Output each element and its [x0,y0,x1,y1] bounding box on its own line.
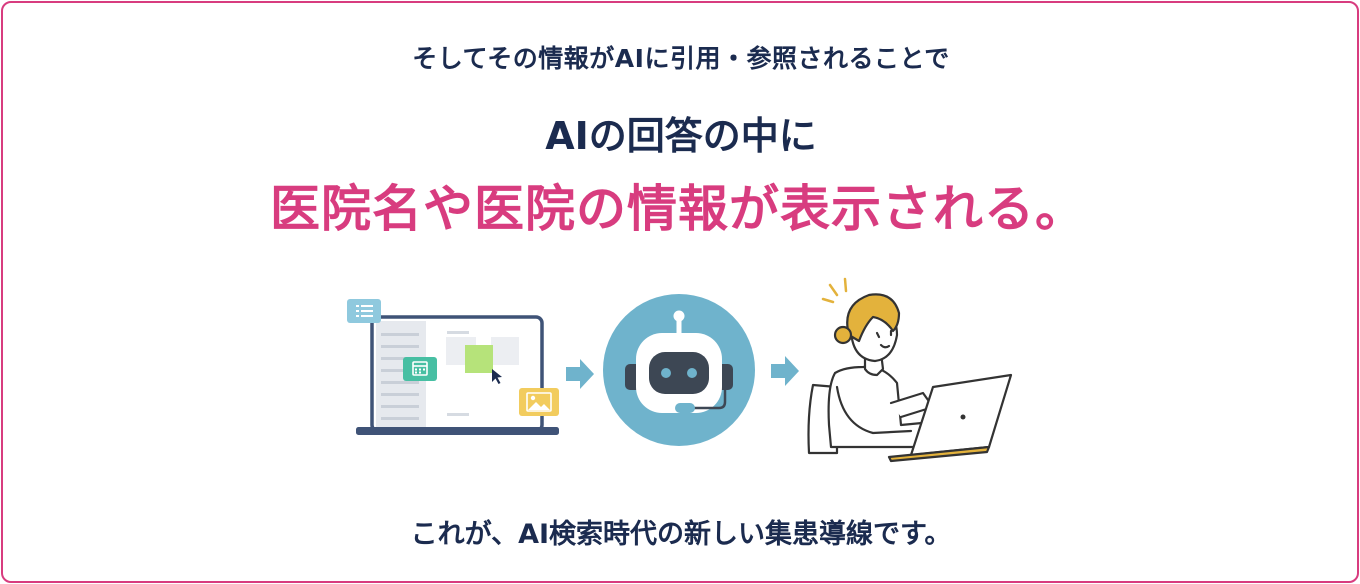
cursor-icon [492,369,502,384]
laptop [887,373,1013,463]
robot-icon [603,294,755,446]
highlight-text: 医院名や医院の情報が表示される。 [270,180,1086,238]
arrow-right-icon [771,356,799,386]
surprise-marks [821,277,848,304]
intro-text: そしてその情報がAIに引用・参照されることで [412,44,950,73]
calendar-icon [403,357,437,381]
website-laptop-illustration [347,299,559,435]
arrow-right-icon [566,359,594,389]
image-icon [519,388,559,416]
highlight-block [465,345,493,373]
laptop-screen [370,315,544,433]
list-icon [347,299,381,323]
conclusion-text: これが、AI検索時代の新しい集患導線です。 [410,519,952,550]
laptop-base [356,427,559,435]
woman-with-laptop-illustration [807,277,1013,463]
headline-text: AIの回答の中に [545,114,817,158]
